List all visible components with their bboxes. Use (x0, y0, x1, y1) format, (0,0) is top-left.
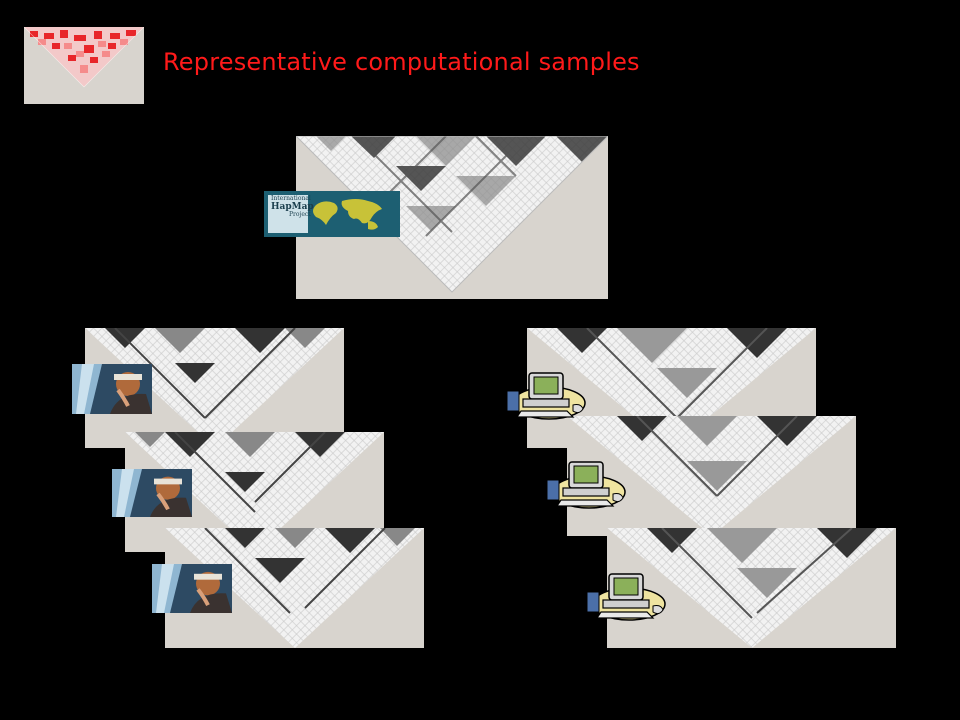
ld-panel-right-2 (567, 416, 856, 536)
hapmap-line2: HapMap (271, 202, 314, 212)
computer-clipart-icon (543, 458, 627, 510)
hapmap-logo: International HapMap Project (264, 191, 400, 237)
hapmap-line3: Project (289, 211, 311, 218)
ld-panel-right-3 (607, 528, 896, 648)
ld-heatmap-red-thumbnail (24, 27, 144, 104)
computer-clipart-icon (503, 369, 587, 421)
world-map-icon (264, 191, 400, 237)
scientist-photo-icon (152, 564, 232, 613)
page-title: Representative computational samples (163, 48, 640, 76)
ld-heatmap-red-icon (24, 27, 144, 88)
hapmap-line1: International (271, 195, 311, 202)
ld-panel-left-3 (165, 528, 424, 648)
computer-clipart-icon (583, 570, 667, 622)
ld-panel-left-1 (85, 328, 344, 448)
scientist-photo-icon (72, 364, 152, 414)
scientist-photo-icon (112, 469, 192, 517)
